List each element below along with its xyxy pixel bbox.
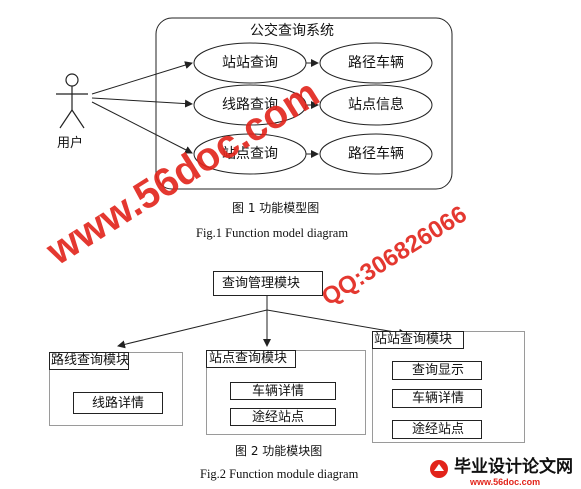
ellipse-label-route-vehicle-1: 路径车辆 [348,55,404,71]
middle-module-item-1-box [230,382,336,400]
right-module-item-1: 查询显示 [412,363,465,378]
right-module-item-2: 车辆详情 [412,391,465,406]
left-module-item: 线路详情 [92,396,145,411]
right-module-item-3-box [392,420,482,439]
figure1-caption-en: Fig.1 Function model diagram [196,226,349,240]
user-actor-icon [56,73,88,129]
middle-module-item-2-box [230,408,336,426]
connector-root-to-right [266,309,407,337]
ellipse-label-route-vehicle-2: 路径车辆 [348,146,404,162]
middle-module-item-1: 车辆详情 [252,384,305,399]
right-module-item-2-box [392,389,482,408]
middle-module-item-2: 途经站点 [252,410,305,425]
figure1-caption-cn: 图 1 功能模型图 [232,201,320,215]
right-module-item-3: 途经站点 [412,422,465,437]
arrow-user-to-station-station [91,61,193,95]
root-module-box [213,271,323,296]
ellipse-label-line-query: 线路查询 [222,97,278,113]
system-title: 公交查询系统 [250,23,334,39]
right-module-item-1-box [392,361,482,380]
ellipse-route-vehicle-2 [319,133,433,175]
right-module-title: 站站查询模块 [374,332,453,347]
connector-root-to-left [117,309,268,349]
footer-logo-title: 毕业设计论文网 [454,457,573,476]
ellipse-route-vehicle-1 [319,42,433,84]
left-module-title: 路线查询模块 [51,353,130,368]
logo-icon [430,460,448,478]
ellipse-label-station-query: 站点查询 [222,146,278,162]
footer-logo-url: www.56doc.com [470,477,541,487]
arrow-user-to-station-query [91,101,193,154]
root-module-label: 查询管理模块 [222,276,301,291]
middle-module-title-box [206,350,296,368]
figure2-caption-en: Fig.2 Function module diagram [200,467,359,481]
actor-label: 用户 [57,136,84,151]
figure2-caption-cn: 图 2 功能模块图 [235,444,323,458]
arrow-user-to-line-query [91,97,193,108]
left-module-title-box [49,352,129,370]
ellipse-label-station-to-station: 站站查询 [222,55,278,71]
left-module-item-box [73,392,163,414]
middle-module-title: 站点查询模块 [209,351,288,366]
ellipse-label-station-info: 站点信息 [348,97,404,113]
ellipse-station-info [319,84,433,126]
right-module-title-box [372,331,464,349]
